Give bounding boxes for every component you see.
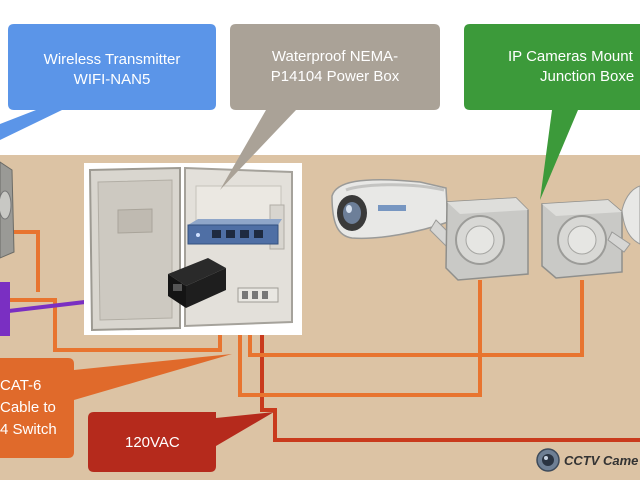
callout-cameras-line2: Junction Boxe <box>540 68 634 85</box>
junction-box-2-icon <box>541 199 623 279</box>
callout-wireless-line2: WIFI-NAN5 <box>74 71 151 88</box>
logo-text: CCTV Came <box>564 453 638 468</box>
power-box-icon <box>84 163 302 335</box>
cctv-camera-logo: CCTV Came <box>536 448 638 472</box>
callout-ip-cameras: IP Cameras Mount Junction Boxe <box>464 24 640 200</box>
ip-camera-2-icon <box>607 185 640 253</box>
callout-cat6: CAT-6 Cable to 4 Switch <box>0 354 232 458</box>
callout-cameras-line1: IP Cameras Mount <box>508 48 634 65</box>
callout-cat6-line1: CAT-6 <box>0 377 41 394</box>
callout-powerbox-line2: P14104 Power Box <box>271 68 400 85</box>
wireless-device-edge <box>0 282 10 336</box>
callout-powerbox-line1: Waterproof NEMA- <box>272 48 398 65</box>
poe-injector-icon <box>168 258 226 308</box>
callout-wireless-transmitter: Wireless Transmitter WIFI-NAN5 <box>0 24 216 140</box>
callout-power-box: Waterproof NEMA- P14104 Power Box <box>220 24 440 190</box>
junction-box-1-icon <box>445 197 529 281</box>
callout-cat6-line2: Cable to <box>0 399 56 416</box>
callout-cat6-line3: 4 Switch <box>0 421 57 438</box>
ac-power-cable <box>260 258 640 442</box>
callout-wireless-line1: Wireless Transmitter <box>44 51 181 68</box>
poe-switch-icon <box>187 219 282 245</box>
callout-120vac: 120VAC <box>88 412 274 472</box>
callout-ac-label: 120VAC <box>125 434 180 451</box>
left-device-icon <box>0 161 15 259</box>
